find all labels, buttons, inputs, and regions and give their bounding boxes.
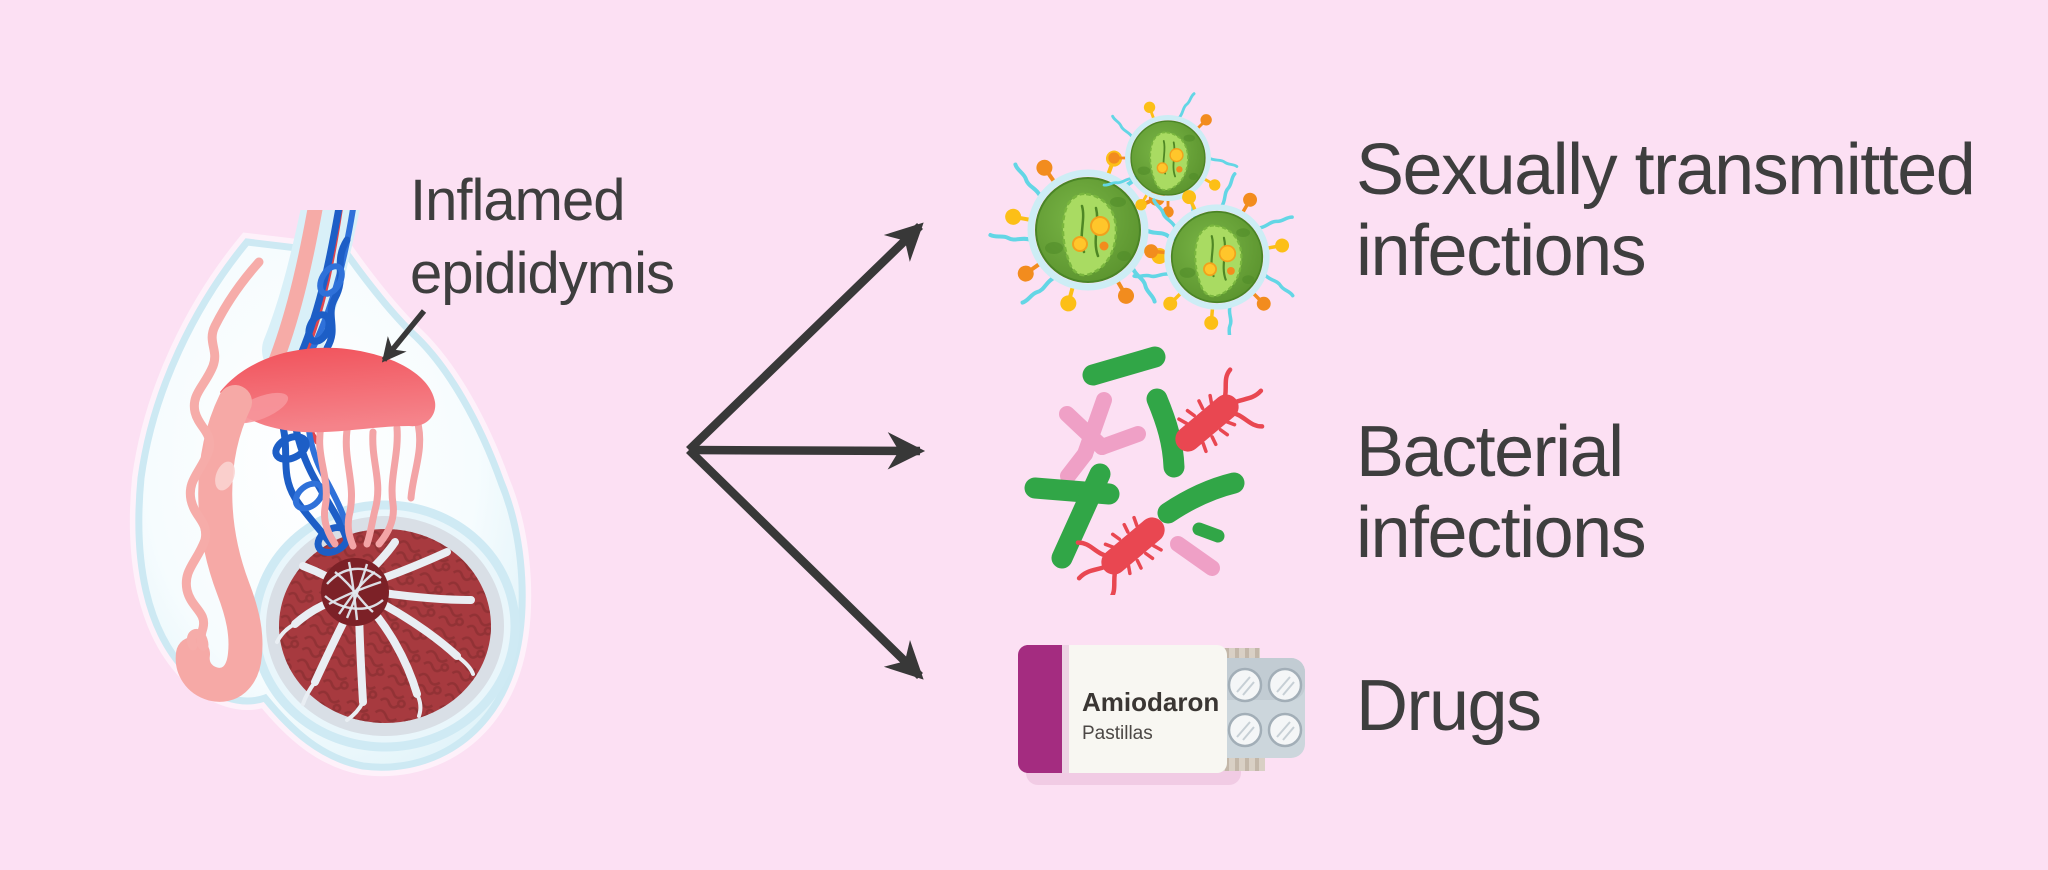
epididymis-duct-tube [175,385,263,702]
pill [1227,667,1263,703]
bacterium-rod [1192,522,1225,543]
rete-testis-hub [321,558,389,626]
cause-label-bacterial: Bacterial infections [1356,412,1647,573]
annotation-arrow [381,309,427,363]
arrow-to-sti [686,222,924,454]
source-label: Inflamed epididymis [410,168,675,307]
arrow-to-bacterial [688,432,926,470]
scrotum-skin-line [181,257,264,651]
cause-label-drugs: Drugs [1356,666,1542,746]
bacteria-cluster-icon [1024,346,1285,595]
bacterium-rod [1082,346,1166,386]
pill [1267,712,1303,748]
medicine-brand-text: Amiodaron [1082,687,1219,717]
bacterium-rod [1170,536,1220,576]
medicine-box: Amiodaron Pastillas [1018,645,1227,773]
virus-cluster-icon [988,90,1299,335]
efferent-ducts [316,416,424,550]
bacterium-rod [1146,388,1185,478]
pill [1267,667,1303,703]
bacterium-branched [1059,392,1146,484]
box-band [1018,645,1062,773]
pill [1227,712,1263,748]
bacterium-rod [1157,472,1245,524]
medicine-subtitle-text: Pastillas [1082,723,1153,744]
testicle-anatomy-illustration [129,210,532,777]
bacterium-rod [1051,463,1111,569]
medicine-box-icon: Amiodaron Pastillas [1018,645,1305,785]
arrow-to-drugs [686,446,924,680]
cause-label-sti: Sexually transmitted infections [1356,130,1976,291]
bacterium-flagellated [1171,363,1279,468]
